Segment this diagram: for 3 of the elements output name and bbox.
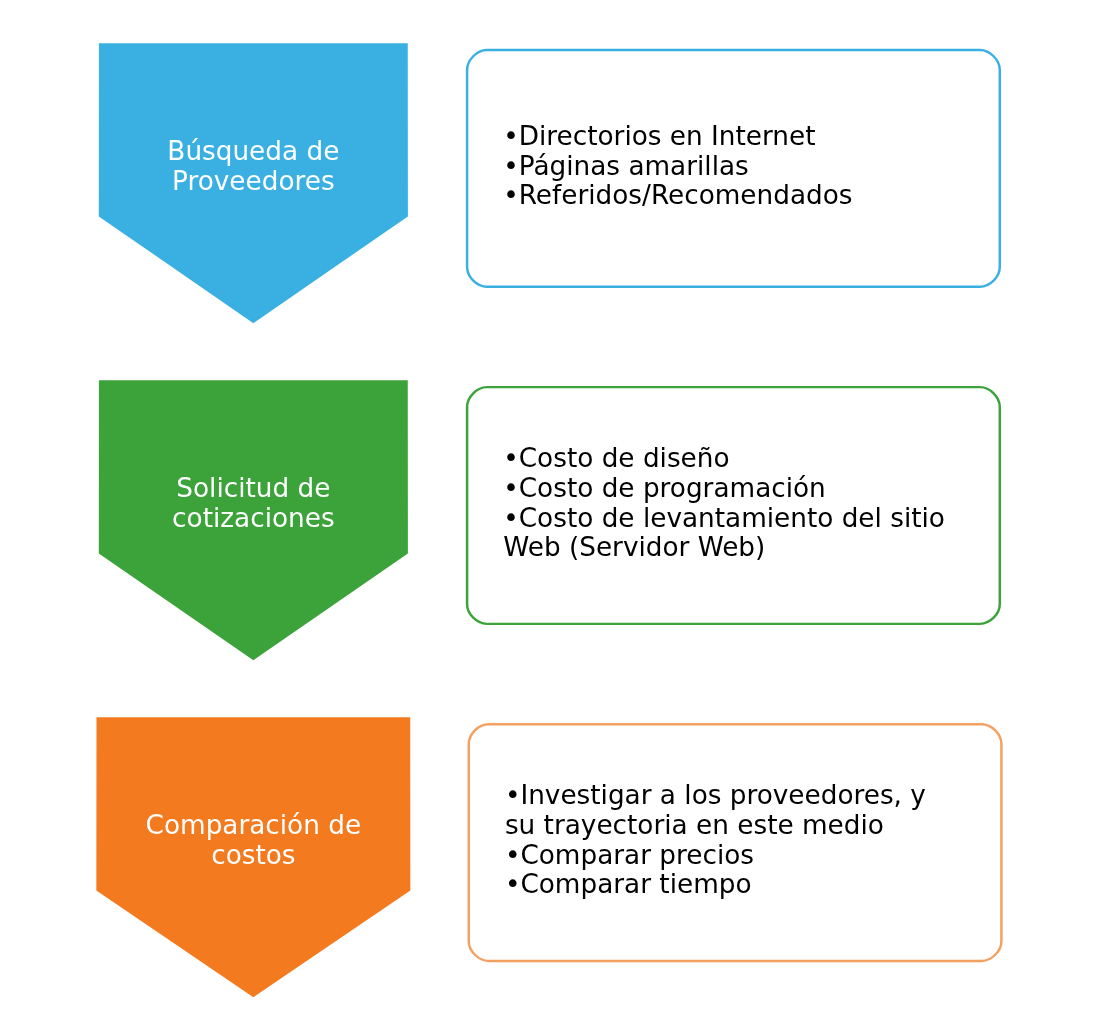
- node-box: •Directorios en Internet •Páginas amarillas •Referidos/Recomendados: [465, 48, 1001, 289]
- node-box: •Investigar a los proveedores, y su trayectoria en este medio •Comparar precios •Comparar tiempo: [467, 722, 1003, 963]
- node-box: •Costo de diseño •Costo de programación •Costo de levantamiento del sitio Web (Servidor Web): [465, 385, 1001, 626]
